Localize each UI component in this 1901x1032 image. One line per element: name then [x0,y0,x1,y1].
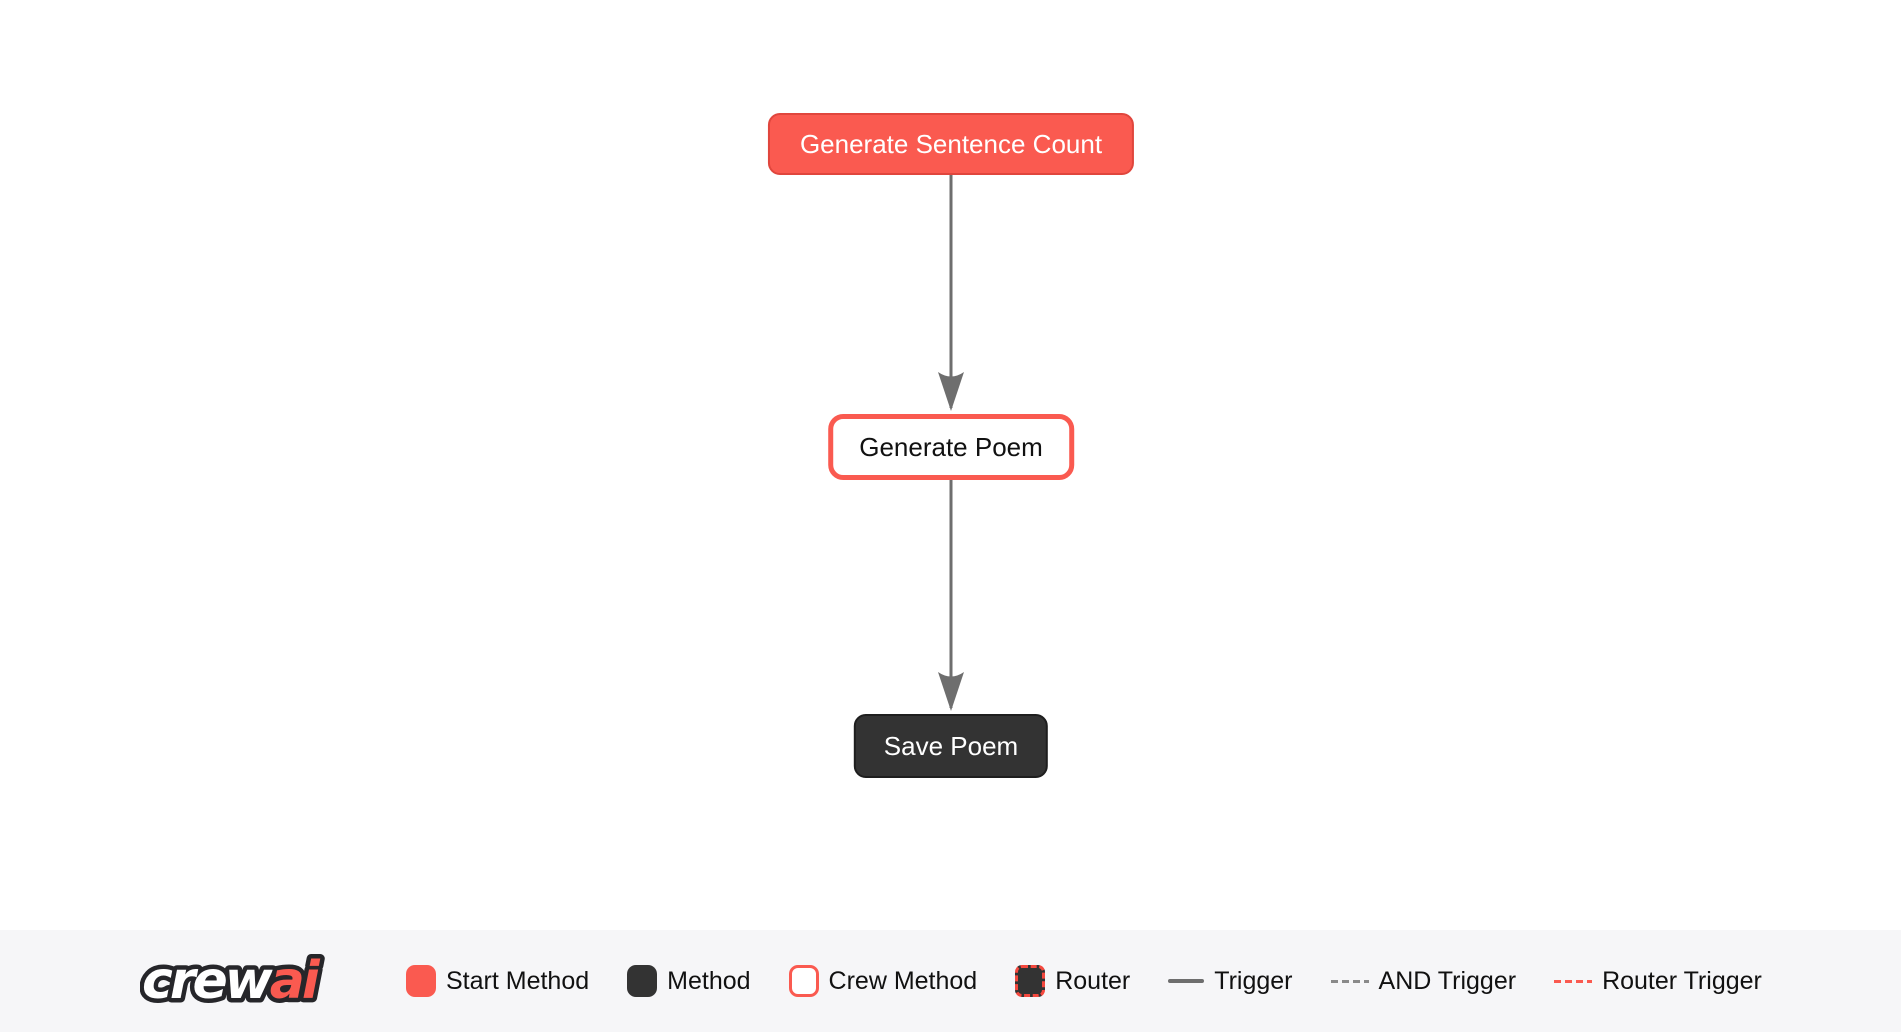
legend-item-start-method: Start Method [406,965,589,997]
router-swatch-icon [1015,965,1046,997]
node-generate-poem[interactable]: Generate Poem [828,414,1074,480]
and-trigger-line-icon [1330,979,1369,983]
legend-label: Trigger [1214,966,1293,995]
router-trigger-line-icon [1554,979,1593,983]
legend-item-router: Router [1015,965,1130,997]
crewai-logo: crewai [140,947,328,1016]
logo-text-crew: crew [142,951,274,1011]
method-swatch-icon [627,965,658,997]
logo-text-ai: ai [270,951,321,1011]
legend-label: Router Trigger [1602,966,1762,995]
legend-items: Start Method Method Crew Method Router T… [406,965,1762,997]
legend-bar: crewai Start Method Method Crew Method R… [0,930,1901,1032]
crew-method-swatch-icon [788,965,819,997]
legend-item-and-trigger: AND Trigger [1330,966,1517,996]
legend-label: Crew Method [828,966,978,995]
legend-item-crew-method: Crew Method [788,965,978,997]
start-method-swatch-icon [406,965,436,997]
edge-trigger-2 [938,480,964,711]
legend-label: Start Method [446,966,590,995]
edge-trigger-1 [938,175,964,411]
legend-label: Router [1055,966,1131,995]
legend-label: AND Trigger [1378,966,1517,995]
node-generate-sentence-count[interactable]: Generate Sentence Count [767,113,1135,175]
trigger-line-icon [1168,979,1205,983]
legend-item-trigger: Trigger [1168,966,1293,996]
legend-label: Method [667,966,751,995]
svg-text:crewai: crewai [142,951,321,1011]
flow-canvas[interactable]: Generate Sentence Count Generate Poem Sa… [0,0,1901,930]
legend-item-router-trigger: Router Trigger [1554,967,1762,996]
node-save-poem[interactable]: Save Poem [853,714,1049,778]
legend-item-method: Method [627,965,751,997]
